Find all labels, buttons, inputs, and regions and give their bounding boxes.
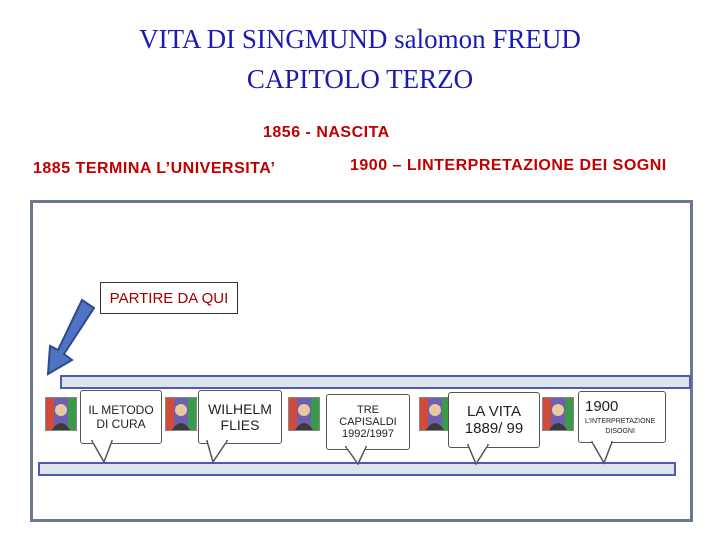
freud-portrait-icon bbox=[542, 397, 574, 431]
freud-portrait-icon bbox=[419, 397, 451, 431]
freud-portrait-icon bbox=[45, 397, 77, 431]
down-left-arrow-icon bbox=[46, 298, 96, 376]
timeline-item-dream-interpretation[interactable]: 1900 L’INTERPRETAZIONE DISOGNI bbox=[578, 391, 666, 443]
timeline-item-cure-method[interactable]: IL METODO DI CURA bbox=[80, 390, 162, 444]
callout-tail bbox=[206, 440, 229, 464]
chapter-title: CAPITOLO TERZO bbox=[246, 64, 474, 94]
freud-portrait-icon bbox=[288, 397, 320, 431]
page-title: VITA DI SINGMUND salomon FREUD bbox=[139, 24, 581, 54]
timeline-item-label: TRE CAPISALDI 1992/1997 bbox=[339, 404, 397, 440]
callout-tail bbox=[466, 444, 490, 466]
timeline-item-sublabel: L’INTERPRETAZIONE DISOGNI bbox=[585, 417, 656, 435]
timeline-item-life[interactable]: LA VITA 1889/ 99 bbox=[448, 392, 540, 448]
freud-portrait-icon bbox=[165, 397, 197, 431]
timeline-item-label: LA VITA 1889/ 99 bbox=[464, 403, 524, 437]
timeline-item-label: IL METODO DI CURA bbox=[88, 403, 154, 431]
timeline-item-three-pillars[interactable]: TRE CAPISALDI 1992/1997 bbox=[326, 394, 410, 450]
callout-tail bbox=[590, 441, 614, 465]
start-here-box[interactable]: PARTIRE DA QUI bbox=[100, 282, 238, 314]
timeline-item-label: 1900 bbox=[585, 397, 619, 415]
timeline-item-label: WILHELM FLIES bbox=[208, 401, 272, 433]
headline-university: 1885 TERMINA L’UNIVERSITA’ bbox=[33, 160, 276, 177]
headline-birth: 1856 - NASCITA bbox=[263, 124, 390, 141]
callout-tail bbox=[90, 440, 114, 464]
headline-dreams: 1900 – LINTERPRETAZIONE DEI SOGNI bbox=[350, 157, 667, 174]
timeline-item-wilhelm-flies[interactable]: WILHELM FLIES bbox=[198, 390, 282, 444]
callout-tail bbox=[344, 446, 368, 466]
timeline-upper-bar bbox=[60, 375, 691, 389]
